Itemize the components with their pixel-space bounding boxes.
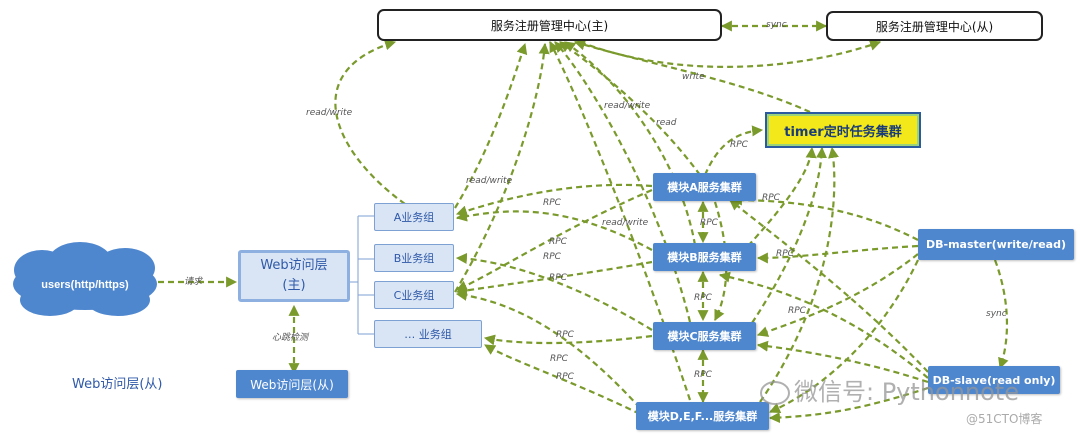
label-rpc-12: RPC bbox=[788, 306, 806, 316]
wechat-icon bbox=[760, 381, 790, 405]
label-rpc-4: RPC bbox=[549, 273, 567, 283]
group-more[interactable]: … 业务组 bbox=[374, 320, 482, 348]
label-rpc-8: RPC bbox=[700, 218, 718, 228]
edge-c-timer bbox=[751, 146, 828, 324]
label-rpc-5: RPC bbox=[556, 330, 574, 340]
edge-b-groupa bbox=[455, 210, 653, 251]
label-sync-db: sync bbox=[986, 309, 1007, 319]
wechat-watermark: 微信号: Pythonnote bbox=[760, 372, 1019, 407]
edge-usergroup-registry bbox=[454, 42, 528, 209]
edge-registry-slave-write bbox=[579, 40, 882, 68]
edge-dbm-c bbox=[756, 253, 919, 337]
group-bracket bbox=[350, 215, 374, 335]
label-readwrite-1: read/write bbox=[306, 108, 353, 118]
edge-a-registry bbox=[559, 41, 701, 176]
edge-dbm-b bbox=[756, 244, 919, 264]
label-rpc-10: RPC bbox=[776, 249, 794, 259]
cluster-def[interactable]: 模块D,E,F...服务集群 bbox=[636, 402, 769, 430]
web-main-role: (主) bbox=[282, 278, 306, 293]
edge-dbm-dbs bbox=[993, 259, 1009, 370]
edge-dbs-a bbox=[729, 199, 929, 373]
edge-dbs-c bbox=[756, 340, 929, 384]
edge-def-groupc bbox=[455, 289, 641, 409]
edge-dbm-a bbox=[730, 194, 919, 241]
label-readwrite-2: read/write bbox=[604, 101, 651, 111]
edge-timer-registry bbox=[573, 39, 811, 114]
group-c[interactable]: C业务组 bbox=[374, 281, 454, 309]
label-rpc-2: RPC bbox=[549, 237, 567, 247]
label-rpc-1: RPC bbox=[543, 198, 561, 208]
label-rpc-9: RPC bbox=[762, 193, 780, 203]
label-rpc-13: RPC bbox=[694, 370, 712, 380]
label-request: 请求 bbox=[184, 277, 203, 287]
cluster-b[interactable]: 模块B服务集群 bbox=[653, 243, 756, 271]
label-rpc-3: RPC bbox=[543, 252, 561, 262]
edge-b-timer bbox=[747, 146, 817, 247]
db-master[interactable]: DB-master(write/read) bbox=[918, 229, 1074, 260]
label-rpc-timer: RPC bbox=[730, 140, 748, 150]
label-rpc-6: RPC bbox=[550, 354, 568, 364]
cluster-a[interactable]: 模块A服务集群 bbox=[653, 173, 756, 201]
edge-c-groupmore bbox=[483, 334, 653, 346]
site-watermark: @51CTO博客 bbox=[966, 412, 1043, 426]
edge-dbm-def bbox=[768, 259, 919, 414]
timer-cluster[interactable]: timer定时任务集群 bbox=[765, 112, 921, 148]
edge-a-groupc bbox=[456, 188, 653, 291]
edge-dbs-def bbox=[768, 386, 929, 424]
edge-a-timer bbox=[703, 125, 764, 176]
edge-def-groupmore bbox=[484, 344, 641, 415]
edge-def-timer bbox=[759, 146, 839, 403]
edge-c-registry bbox=[554, 41, 692, 323]
edge-a-groupa bbox=[455, 183, 653, 217]
label-read: read bbox=[656, 118, 677, 128]
label-readwrite-4: read/write bbox=[602, 218, 649, 228]
registry-slave[interactable]: 服务注册管理中心(从) bbox=[826, 11, 1043, 41]
group-a[interactable]: A业务组 bbox=[374, 203, 454, 231]
label-rpc-7: RPC bbox=[556, 372, 574, 382]
group-b[interactable]: B业务组 bbox=[374, 244, 454, 272]
web-layer-main[interactable]: Web访问层 (主) bbox=[238, 250, 350, 302]
label-sync-registry: sync bbox=[766, 20, 787, 30]
label-write: write bbox=[682, 72, 705, 82]
web-main-title: Web访问层 bbox=[260, 258, 328, 273]
web-layer-slave[interactable]: Web访问层(从) bbox=[236, 370, 348, 398]
cluster-c[interactable]: 模块C服务集群 bbox=[653, 322, 756, 350]
wechat-text: 微信号: Pythonnote bbox=[794, 378, 1019, 406]
users-label: users(http/https) bbox=[41, 279, 129, 291]
label-readwrite-3: read/write bbox=[466, 176, 513, 186]
edge-web-registry bbox=[334, 39, 406, 205]
label-heartbeat: 心跳检测 bbox=[272, 333, 309, 343]
edge-b-registry bbox=[564, 41, 697, 246]
web-slave-caption: Web访问层(从) bbox=[72, 377, 163, 392]
users-cloud: users(http/https) bbox=[13, 242, 157, 316]
connections bbox=[158, 20, 1009, 424]
edge-c-groupb bbox=[455, 252, 653, 331]
edge-dbs-b bbox=[718, 271, 929, 379]
label-rpc-11: RPC bbox=[694, 293, 712, 303]
edge-groupc-registry bbox=[454, 42, 550, 293]
registry-master[interactable]: 服务注册管理中心(主) bbox=[377, 9, 722, 41]
db-slave[interactable]: DB-slave(read only) bbox=[928, 366, 1060, 394]
